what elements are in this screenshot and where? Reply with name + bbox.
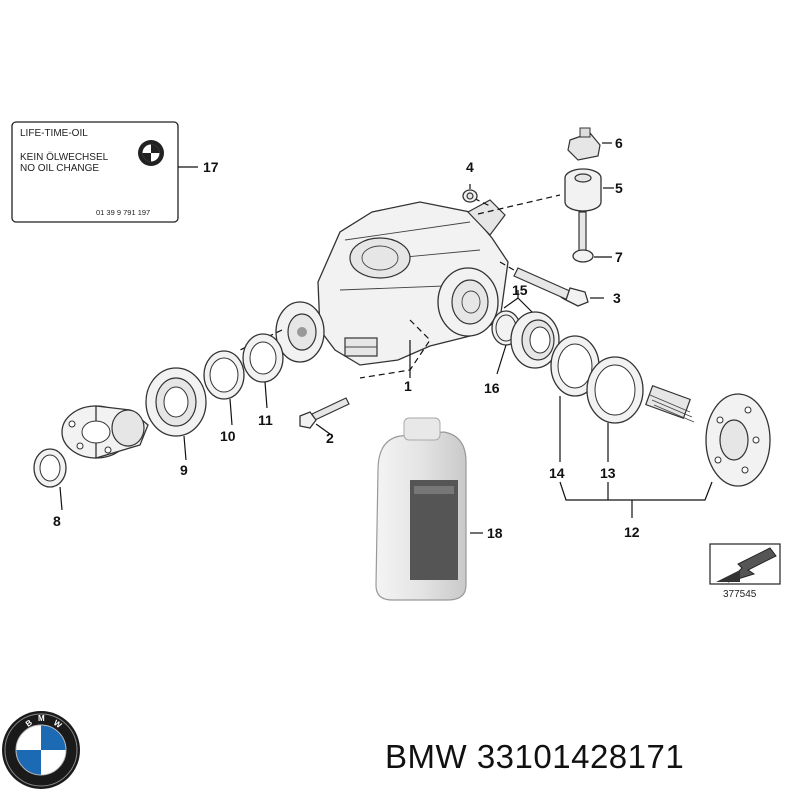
input-flange-9 bbox=[61, 405, 149, 459]
bearing-9 bbox=[145, 367, 207, 461]
bmw-small-logo-icon bbox=[138, 140, 164, 166]
svg-text:W: W bbox=[52, 718, 64, 730]
callout-6: 6 bbox=[615, 135, 623, 151]
diagram-id: 377545 bbox=[723, 589, 757, 600]
bmw-roundel-icon: B M W bbox=[2, 711, 80, 789]
label-line-1: LIFE-TIME-OIL bbox=[20, 128, 88, 139]
rubber-mount-5 bbox=[564, 168, 614, 212]
callout-18: 18 bbox=[487, 525, 503, 541]
bolt-2 bbox=[299, 397, 350, 435]
mount-nut-6 bbox=[567, 127, 612, 161]
callout-7: 7 bbox=[615, 249, 623, 265]
brand-name: BMW bbox=[385, 738, 468, 775]
label-line-3: NO OIL CHANGE bbox=[20, 163, 99, 174]
callout-9: 9 bbox=[180, 462, 188, 478]
seal-11 bbox=[242, 333, 284, 409]
direction-arrow-icon bbox=[709, 543, 781, 585]
callout-8: 8 bbox=[53, 513, 61, 529]
callout-5: 5 bbox=[615, 180, 623, 196]
callout-4: 4 bbox=[466, 159, 474, 175]
callout-11: 11 bbox=[258, 412, 273, 428]
callout-16: 16 bbox=[484, 380, 500, 396]
callout-3: 3 bbox=[613, 290, 621, 306]
svg-text:M: M bbox=[38, 714, 45, 723]
bolt-3 bbox=[513, 267, 604, 307]
callout-2: 2 bbox=[326, 430, 334, 446]
callout-10: 10 bbox=[220, 428, 236, 444]
callout-12: 12 bbox=[624, 524, 640, 540]
callout-17: 17 bbox=[203, 159, 219, 175]
callout-1: 1 bbox=[404, 378, 412, 394]
bolt-7 bbox=[572, 211, 612, 263]
part-number: 33101428171 bbox=[476, 738, 685, 775]
seal-8 bbox=[33, 448, 67, 511]
label-line-2: KEIN ÖLWECHSEL bbox=[20, 151, 109, 163]
label-code: 01 39 9 791 197 bbox=[96, 208, 150, 217]
differential-housing bbox=[275, 199, 509, 366]
footer-part-title: BMW 33101428171 bbox=[385, 738, 684, 776]
callout-15: 15 bbox=[512, 282, 528, 298]
shim-13 bbox=[586, 356, 644, 462]
nut-4 bbox=[462, 184, 478, 203]
bearing-15 bbox=[503, 290, 560, 369]
svg-text:B: B bbox=[24, 718, 34, 729]
callout-13: 13 bbox=[600, 465, 616, 481]
oil-bottle-18 bbox=[375, 417, 483, 601]
output-flange-12 bbox=[559, 384, 771, 518]
seal-14 bbox=[550, 335, 600, 462]
oil-label-box: LIFE-TIME-OIL KEIN ÖLWECHSEL NO OIL CHAN… bbox=[11, 121, 198, 223]
shim-10 bbox=[203, 350, 245, 426]
callout-14: 14 bbox=[549, 465, 565, 481]
